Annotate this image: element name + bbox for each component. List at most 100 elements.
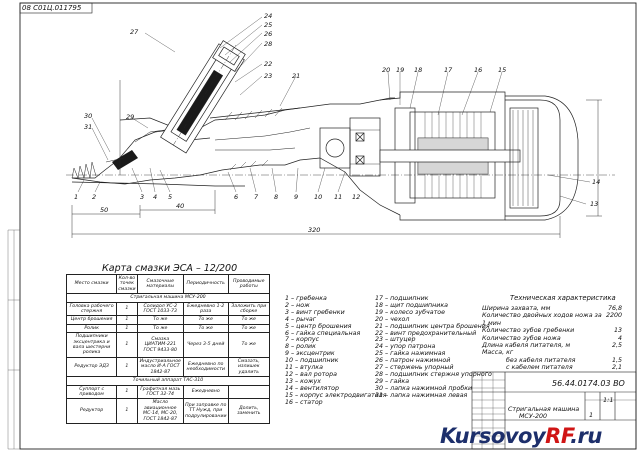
- cell: 1: [116, 315, 138, 325]
- callout: 12: [352, 193, 361, 201]
- spec-label: с кабелем питателя: [506, 364, 573, 372]
- list-item: 16 – статор: [285, 398, 323, 406]
- cell: Масло авиационное МС-14, МС-20, ГОСТ 184…: [136, 398, 184, 424]
- cell: То же: [227, 315, 271, 325]
- callout: 18: [414, 66, 423, 74]
- list-item: 24 – упор патрона: [375, 343, 436, 351]
- callout: 19: [396, 66, 405, 74]
- list-item: 22 – винт предохранительный: [375, 329, 477, 337]
- spec-row: Масса, кг: [482, 349, 622, 356]
- list-item: 29 – гайка: [375, 377, 410, 385]
- callout: 6: [234, 193, 239, 201]
- scale-value: 1:1: [603, 396, 614, 404]
- cell: Редуктор ЭДЗ: [65, 356, 118, 378]
- group-row: Стригальная машина МСУ-200: [66, 293, 270, 303]
- cell: То же: [182, 323, 229, 334]
- callout: 14: [592, 178, 601, 186]
- callout: 5: [168, 193, 173, 201]
- cell: 1: [116, 323, 138, 334]
- parts-list-b: 17 – подшипник 18 – щит подшипника 19 – …: [375, 295, 505, 400]
- cell: Долить, заменить: [227, 398, 271, 424]
- group-row: Точильный аппарат ТАС-310: [66, 376, 270, 386]
- list-item: 19 – колесо зубчатое: [375, 308, 445, 316]
- cell: 1: [116, 398, 138, 424]
- list-item: 1 – гребенка: [285, 295, 327, 302]
- cell: Головка рабочего стержня: [65, 301, 118, 317]
- list-item: 10 – подшипник: [285, 357, 339, 365]
- cell: Смазка ЦИАТИМ-221 ГОСТ 9433-80: [136, 332, 184, 358]
- list-item: 13 – кожух: [285, 377, 321, 385]
- header-cell: Кол-во точек смазки: [116, 273, 138, 295]
- cell: Через 3-5 дней: [182, 332, 229, 358]
- table-header-row: Место смазки Кол-во точек смазки Смазочн…: [65, 273, 271, 295]
- lube-map-title: Карта смазки ЭСА – 12/200: [102, 263, 238, 274]
- spec-label: Количество двойных ходов ножа за 1 мин: [482, 312, 602, 327]
- callout: 10: [314, 193, 323, 201]
- callout: 1: [74, 193, 79, 201]
- dimension: 50: [100, 206, 109, 214]
- list-item: 9 – эксцентрик: [285, 350, 335, 358]
- callout: 26: [264, 30, 273, 38]
- header-cell: Место смазки: [65, 273, 118, 295]
- spec-value: 2200: [605, 312, 622, 320]
- cell: 1: [116, 384, 138, 400]
- list-item: 3 – винт гребенки: [285, 308, 345, 316]
- spec-value: 2,1: [611, 364, 622, 372]
- callout: 15: [498, 66, 507, 74]
- callout: 30: [84, 112, 93, 120]
- table-row: Подшипники эксцентрика и вала шестерни р…: [65, 332, 271, 358]
- cell: Подшипники эксцентрика и вала шестерни р…: [65, 332, 118, 358]
- callout: 9: [294, 193, 299, 201]
- cell: Ролик: [65, 323, 118, 334]
- list-item: 6 – гайка специальная: [285, 329, 361, 337]
- cell: То же: [227, 332, 271, 358]
- cell: [227, 384, 271, 400]
- callout: 11: [334, 193, 343, 201]
- cell: 1: [116, 332, 138, 358]
- list-item: 4 – рычаг: [285, 315, 317, 323]
- callout: 13: [590, 200, 599, 208]
- callout: 25: [264, 21, 273, 29]
- list-item: 21 – подшипник центра брошения: [375, 322, 490, 330]
- cell: 1: [116, 301, 138, 317]
- dimension: 320: [308, 226, 321, 234]
- header-cell: Периодичность: [182, 273, 229, 295]
- spec-label: Масса, кг: [482, 349, 514, 357]
- callout: 8: [274, 193, 279, 201]
- cell: Ежедневно 1-2 раза: [182, 301, 229, 317]
- cell: 1: [116, 356, 138, 378]
- header-cell: Смазочные материалы: [136, 273, 184, 295]
- cell: Ежедневно по необходимости: [182, 356, 229, 378]
- header-cell: Проводимые работы: [227, 273, 271, 295]
- callout: 31: [84, 123, 93, 131]
- cell: При заправке по ТТ Нужд, при подрулирова…: [182, 398, 229, 424]
- list-item: 25 – гайка нажимная: [375, 350, 446, 358]
- list-item: 14 – вентилятор: [285, 384, 339, 392]
- list-item: 20 – чехол: [375, 315, 410, 323]
- cell: То же: [182, 315, 229, 325]
- list-item: 28 – подшипник стержня упорного: [375, 370, 492, 378]
- sheet-number: 1: [589, 411, 594, 419]
- document-number: 56.44.0174.03 ВО: [552, 379, 625, 388]
- list-item: 8 – ролик: [285, 343, 316, 351]
- callout: 7: [254, 193, 259, 201]
- cell: То же: [136, 315, 184, 325]
- cell: Графитная мазь ГОСТ 32-74: [136, 384, 184, 400]
- spec-value: 13: [613, 327, 622, 335]
- callout: 4: [153, 193, 158, 201]
- drawing-name-model: МСУ-200: [519, 413, 547, 420]
- list-item: 11 – втулка: [285, 364, 323, 372]
- cell: Суппорт с приводом: [65, 384, 118, 400]
- parts-list-a: 1 – гребенка 2 – нож 3 – винт гребенки 4…: [285, 295, 420, 407]
- callout: 3: [140, 193, 145, 201]
